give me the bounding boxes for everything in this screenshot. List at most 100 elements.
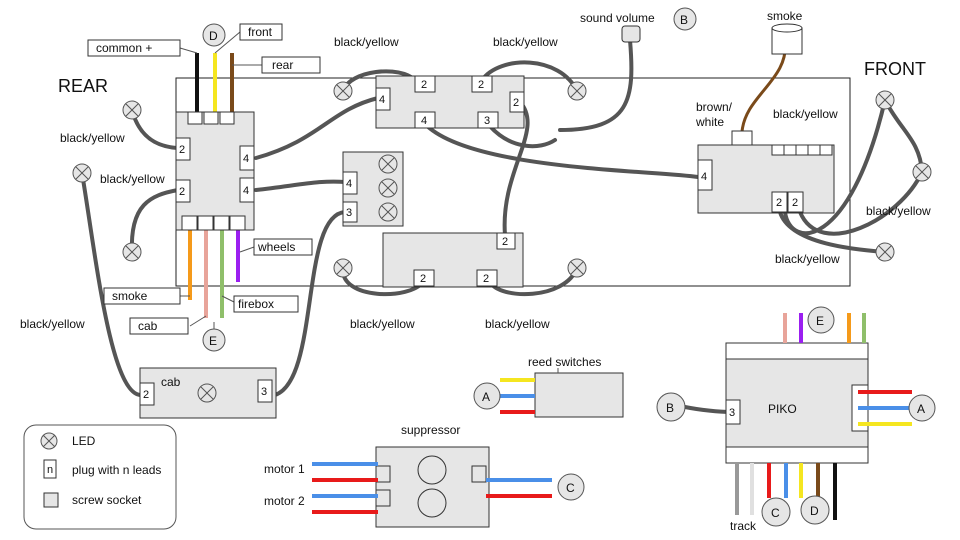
- led-icon: [378, 154, 398, 174]
- label-piko: PIKO: [768, 402, 797, 416]
- connector-e-left-label: E: [209, 334, 217, 348]
- legend-plug-icon: [43, 459, 57, 479]
- plug-ledbox-3: 3: [346, 207, 352, 219]
- front-decoder: [697, 144, 835, 214]
- cable-led-rear-bottom: [129, 188, 180, 254]
- label-smoke: smoke: [112, 289, 148, 303]
- connector-e-piko: [807, 306, 835, 334]
- label-sound-volume: sound volume: [580, 11, 655, 25]
- connector-d-piko-label: D: [810, 504, 819, 518]
- connector-c-suppressor-label: C: [566, 481, 575, 495]
- label-by-6: black/yellow: [773, 107, 838, 121]
- plug-rear-4a: [239, 145, 255, 171]
- connector-a-piko-label: A: [917, 402, 925, 416]
- cable-mid-4-front: [423, 122, 700, 179]
- cable-led-tr: [480, 60, 579, 93]
- connector-c-piko-label: C: [771, 506, 780, 520]
- plug-midb-2c: 2: [483, 273, 489, 285]
- connector-e-left: [202, 328, 226, 352]
- cable-rear-4-led3: [254, 179, 347, 192]
- plug-rear-2b: [175, 179, 191, 203]
- label-by-9: black/yellow: [350, 317, 415, 331]
- label-by-1: black/yellow: [60, 131, 125, 145]
- plug-cab-3: 3: [261, 386, 267, 398]
- connector-b-piko: [656, 392, 686, 422]
- legend-screw-label: screw socket: [72, 493, 142, 507]
- led-icon: [378, 202, 398, 222]
- label-by-2: black/yellow: [100, 172, 165, 186]
- legend-led-icon: [40, 432, 58, 450]
- led-icon: [875, 90, 895, 110]
- cable-front-2b: [798, 170, 924, 236]
- label-rear: rear: [272, 58, 293, 72]
- plug-mid-2b: 2: [478, 79, 484, 91]
- connector-d-top-label: D: [209, 29, 218, 43]
- connector-b-top-label: B: [680, 13, 688, 27]
- led-icon: [72, 163, 92, 183]
- label-suppressor: suppressor: [401, 423, 460, 437]
- plug-mid-3: 3: [484, 115, 490, 127]
- plug-rear-4b: [239, 177, 255, 203]
- cable-sound-volume: [558, 38, 634, 132]
- label-motor1: motor 1: [264, 462, 305, 476]
- plug-mid-2c: 2: [513, 97, 519, 109]
- plug-piko-3: [725, 399, 741, 425]
- label-cab-box: cab: [161, 375, 181, 389]
- plug-front-2b: 2: [792, 197, 798, 209]
- label-rear-title: REAR: [58, 76, 108, 96]
- cable-mid-2-lower: [502, 100, 530, 237]
- connector-d-top: [202, 23, 226, 47]
- plug-rear-4a-label: 4: [243, 153, 249, 165]
- led-icon: [378, 178, 398, 198]
- connector-c-suppressor: [557, 473, 585, 501]
- plug-piko-3-label: 3: [729, 407, 735, 419]
- led-icon: [197, 383, 217, 403]
- label-by-8: black/yellow: [775, 252, 840, 266]
- plug-cab-2: 2: [143, 389, 149, 401]
- label-smoke-top: smoke: [767, 9, 803, 23]
- label-track: track: [730, 519, 757, 533]
- cable-cab-left: [80, 171, 142, 397]
- rear-decoder: [175, 111, 255, 231]
- plug-midb-2b: 2: [420, 273, 426, 285]
- middle-top-box: [375, 75, 525, 129]
- connector-a-reed: [473, 382, 501, 410]
- connector-c-piko: [761, 497, 791, 527]
- legend-led-label: LED: [72, 434, 96, 448]
- led-icon: [567, 81, 587, 101]
- label-front: front: [248, 25, 273, 39]
- cable-piko-b: [683, 405, 732, 414]
- plug-mid-4b: 4: [421, 115, 427, 127]
- plug-rear-4b-label: 4: [243, 185, 249, 197]
- label-by-10: black/yellow: [485, 317, 550, 331]
- legend-plug-label: plug with n leads: [72, 463, 161, 477]
- label-motor2: motor 2: [264, 494, 305, 508]
- label-by-5: black/yellow: [493, 35, 558, 49]
- led-icon: [333, 81, 353, 101]
- led-icon: [567, 258, 587, 278]
- led-icon: [333, 258, 353, 278]
- label-common-plus: common +: [96, 41, 152, 55]
- led-icon: [875, 242, 895, 262]
- cable-rear-4-mid: [254, 96, 380, 160]
- label-cab: cab: [138, 319, 158, 333]
- plug-ledbox-4: 4: [346, 178, 352, 190]
- plug-mid-2a: 2: [421, 79, 427, 91]
- led-icon: [122, 100, 142, 120]
- plug-front-2a: 2: [776, 197, 782, 209]
- plug-midb-2a: 2: [502, 236, 508, 248]
- cable-front-led-bottom: [778, 210, 887, 254]
- plug-front-4: 4: [701, 171, 707, 183]
- connector-a-reed-label: A: [482, 390, 490, 404]
- plug-rear-2a-label: 2: [179, 144, 185, 156]
- label-by-4: black/yellow: [334, 35, 399, 49]
- legend-plug-symbol: n: [47, 464, 53, 476]
- label-by-3: black/yellow: [20, 317, 85, 331]
- legend-screw-icon: [43, 492, 59, 508]
- connector-b-piko-label: B: [666, 401, 674, 415]
- label-firebox: firebox: [238, 297, 274, 311]
- led-icon: [122, 242, 142, 262]
- label-brown-white-2: white: [695, 115, 724, 129]
- reed-switches-box: [534, 372, 624, 418]
